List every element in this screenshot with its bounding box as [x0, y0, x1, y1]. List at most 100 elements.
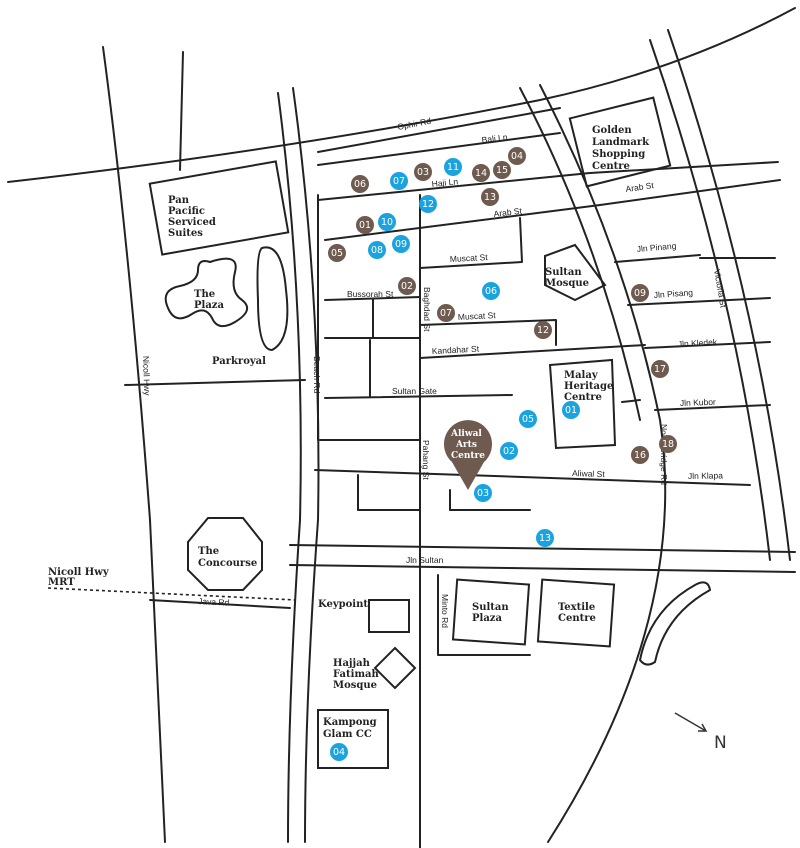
- label-the-concourse: The Concourse: [198, 546, 257, 569]
- street-arab-st-2: Arab St: [625, 180, 655, 194]
- hajjah-fatimah-building: [373, 646, 417, 690]
- blue-marker-circle: [536, 529, 554, 547]
- brown-marker-circle: [398, 277, 416, 295]
- blue-marker-label: 11: [447, 162, 459, 173]
- brown-marker-circle: [356, 216, 374, 234]
- brown-marker-18[interactable]: 18: [659, 435, 677, 453]
- brown-marker-circle: [651, 360, 669, 378]
- brown-marker-17[interactable]: 17: [651, 360, 669, 378]
- road-network: [7, 7, 796, 848]
- blue-marker-label: 08: [371, 245, 383, 256]
- compass-arrowhead-icon: [698, 723, 708, 732]
- brown-marker-label: 04: [511, 151, 523, 162]
- blue-marker-circle: [474, 484, 492, 502]
- blue-marker-label: 04: [333, 747, 345, 758]
- street-jln-pinang: Jln Pinang: [636, 241, 677, 254]
- brown-marker-label: 16: [634, 450, 646, 461]
- blue-marker-label: 12: [422, 199, 434, 210]
- street-muscat-st-1: Muscat St: [450, 252, 489, 264]
- brown-marker-15[interactable]: 15: [493, 161, 511, 179]
- blue-marker-label: 01: [565, 405, 577, 416]
- brown-marker-label: 07: [440, 308, 452, 319]
- blue-marker-circle: [419, 195, 437, 213]
- label-sultan-plaza: Sultan Plaza: [472, 602, 512, 624]
- blue-marker-10[interactable]: 10: [378, 213, 396, 231]
- brown-marker-circle: [631, 446, 649, 464]
- brown-marker-circle: [508, 147, 526, 165]
- street-pahang-st: Pahang St: [421, 440, 431, 480]
- blue-marker-13[interactable]: 13: [536, 529, 554, 547]
- brown-marker-circle: [481, 188, 499, 206]
- brown-marker-label: 02: [401, 281, 413, 292]
- brown-marker-04[interactable]: 04: [508, 147, 526, 165]
- label-kampong-glam: Kampong Glam CC: [323, 717, 380, 740]
- blue-marker-05[interactable]: 05: [519, 410, 537, 428]
- street-jln-kubor: Jln Kubor: [680, 397, 716, 408]
- blue-marker-circle: [562, 401, 580, 419]
- street-north-bridge-rd: North Bridge Rd: [659, 424, 669, 485]
- street-nicoll-hwy: Nicoll Hwy: [141, 356, 152, 397]
- blue-marker-11[interactable]: 11: [444, 158, 462, 176]
- the-plaza-building: [164, 257, 249, 328]
- blue-marker-07[interactable]: 07: [390, 172, 408, 190]
- brown-marker-14[interactable]: 14: [472, 164, 490, 182]
- compass-arrow-icon: [674, 712, 707, 732]
- street-minto-rd: Minto Rd: [440, 594, 450, 628]
- blue-marker-circle: [368, 241, 386, 259]
- street-kandahar-st: Kandahar St: [432, 344, 480, 356]
- malay-heritage-building: [548, 358, 617, 450]
- blue-marker-08[interactable]: 08: [368, 241, 386, 259]
- textile-centre-building: [536, 578, 616, 648]
- blue-marker-04[interactable]: 04: [330, 743, 348, 761]
- street-ophir-rd: Ophir Rd: [396, 116, 432, 132]
- blue-marker-circle: [330, 743, 348, 761]
- label-sultan-mosque: Sultan Mosque: [545, 267, 589, 289]
- street-arab-st-1: Arab St: [493, 206, 523, 219]
- street-jln-sultan: Jln Sultan: [406, 555, 444, 565]
- blue-marker-label: 03: [477, 488, 489, 499]
- aliwal-arts-centre-pin[interactable]: Aliwal Arts Centre: [443, 420, 493, 490]
- label-keypoint: Keypoint: [318, 599, 368, 610]
- brown-marker-label: 15: [496, 165, 508, 176]
- blue-marker-12[interactable]: 12: [419, 195, 437, 213]
- brown-marker-12[interactable]: 12: [534, 321, 552, 339]
- blue-marker-circle: [444, 158, 462, 176]
- street-labels: Ophir Rd Bali Ln Haji Ln Arab St Arab St…: [141, 116, 729, 629]
- blue-marker-09[interactable]: 09: [392, 235, 410, 253]
- brown-marker-circle: [414, 163, 432, 181]
- label-the-plaza: The Plaza: [194, 289, 224, 311]
- brown-marker-09[interactable]: 09: [631, 284, 649, 302]
- label-textile-centre: Textile Centre: [558, 602, 599, 624]
- brown-marker-02[interactable]: 02: [398, 277, 416, 295]
- arc-building: [638, 581, 712, 666]
- brown-marker-circle: [437, 304, 455, 322]
- brown-marker-03[interactable]: 03: [414, 163, 432, 181]
- street-beach-rd: Beach Rd: [312, 356, 322, 394]
- brown-marker-label: 03: [417, 167, 429, 178]
- blue-marker-label: 06: [485, 286, 497, 297]
- brown-marker-07[interactable]: 07: [437, 304, 455, 322]
- blue-marker-label: 05: [522, 414, 534, 425]
- sultan-mosque-building: [544, 243, 607, 302]
- blue-marker-06[interactable]: 06: [482, 282, 500, 300]
- brown-marker-label: 05: [331, 248, 343, 259]
- the-concourse-building: [187, 517, 263, 591]
- brown-marker-01[interactable]: 01: [356, 216, 374, 234]
- brown-marker-circle: [351, 175, 369, 193]
- blue-marker-02[interactable]: 02: [500, 442, 518, 460]
- brown-marker-06[interactable]: 06: [351, 175, 369, 193]
- blue-marker-circle: [500, 442, 518, 460]
- brown-marker-label: 17: [654, 364, 666, 375]
- pin-label: Aliwal Arts Centre: [450, 429, 485, 461]
- brown-marker-05[interactable]: 05: [328, 244, 346, 262]
- blue-marker-label: 10: [381, 217, 393, 228]
- brown-marker-13[interactable]: 13: [481, 188, 499, 206]
- blue-marker-01[interactable]: 01: [562, 401, 580, 419]
- street-java-rd: Java Rd: [198, 596, 230, 608]
- label-nicoll-mrt: Nicoll Hwy MRT: [48, 567, 112, 588]
- blue-marker-03[interactable]: 03: [474, 484, 492, 502]
- compass-label: N: [714, 733, 727, 753]
- keypoint-building: [368, 599, 410, 633]
- brown-marker-16[interactable]: 16: [631, 446, 649, 464]
- street-haji-ln: Haji Ln: [431, 176, 459, 189]
